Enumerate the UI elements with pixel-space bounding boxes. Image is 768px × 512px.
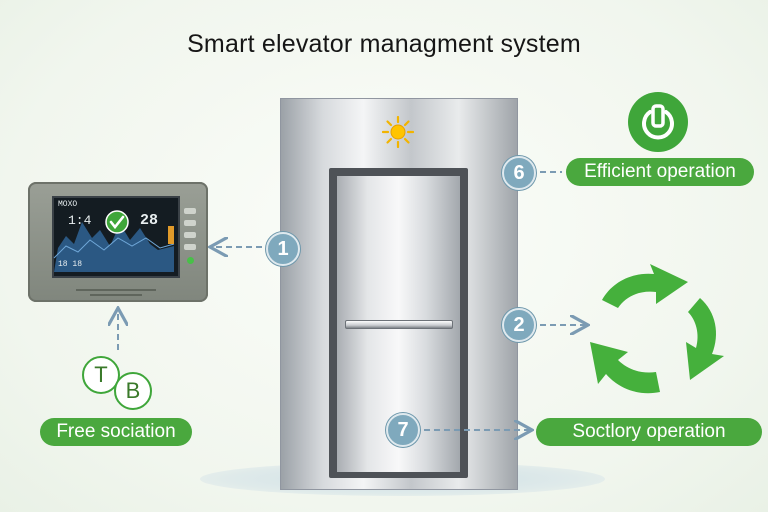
monitor-button-4[interactable] [184,244,196,250]
monitor-top-label: MOXO [58,200,78,209]
monitor-button-3[interactable] [184,232,196,238]
monitor-button-2[interactable] [184,220,196,226]
monitor-right-value: 28 [140,212,159,229]
sun-icon [382,116,414,148]
monitor-button-1[interactable] [184,208,196,214]
badge-1[interactable]: 1 [266,232,300,266]
monitor-slot [76,289,156,291]
badge-7[interactable]: 7 [386,413,420,447]
badge-6[interactable]: 6 [502,156,536,190]
badge-2[interactable]: 2 [502,308,536,342]
power-icon[interactable] [628,92,688,152]
monitor-bottom-label: 18 18 [58,260,83,269]
label-efficient-operation[interactable]: Efficient operation [566,158,754,186]
circle-b[interactable]: B [114,372,152,410]
monitor-left-value: 1:4 [68,213,92,228]
monitor-status-light [187,257,194,264]
page-title: Smart elevator managment system [187,30,581,58]
monitor-slot-2 [90,294,142,296]
circle-t[interactable]: T [82,356,120,394]
label-soctlory-operation[interactable]: Soctlory operation [536,418,762,446]
label-free-sociation[interactable]: Free sociation [40,418,192,446]
elevator-door-handle[interactable] [345,320,453,329]
